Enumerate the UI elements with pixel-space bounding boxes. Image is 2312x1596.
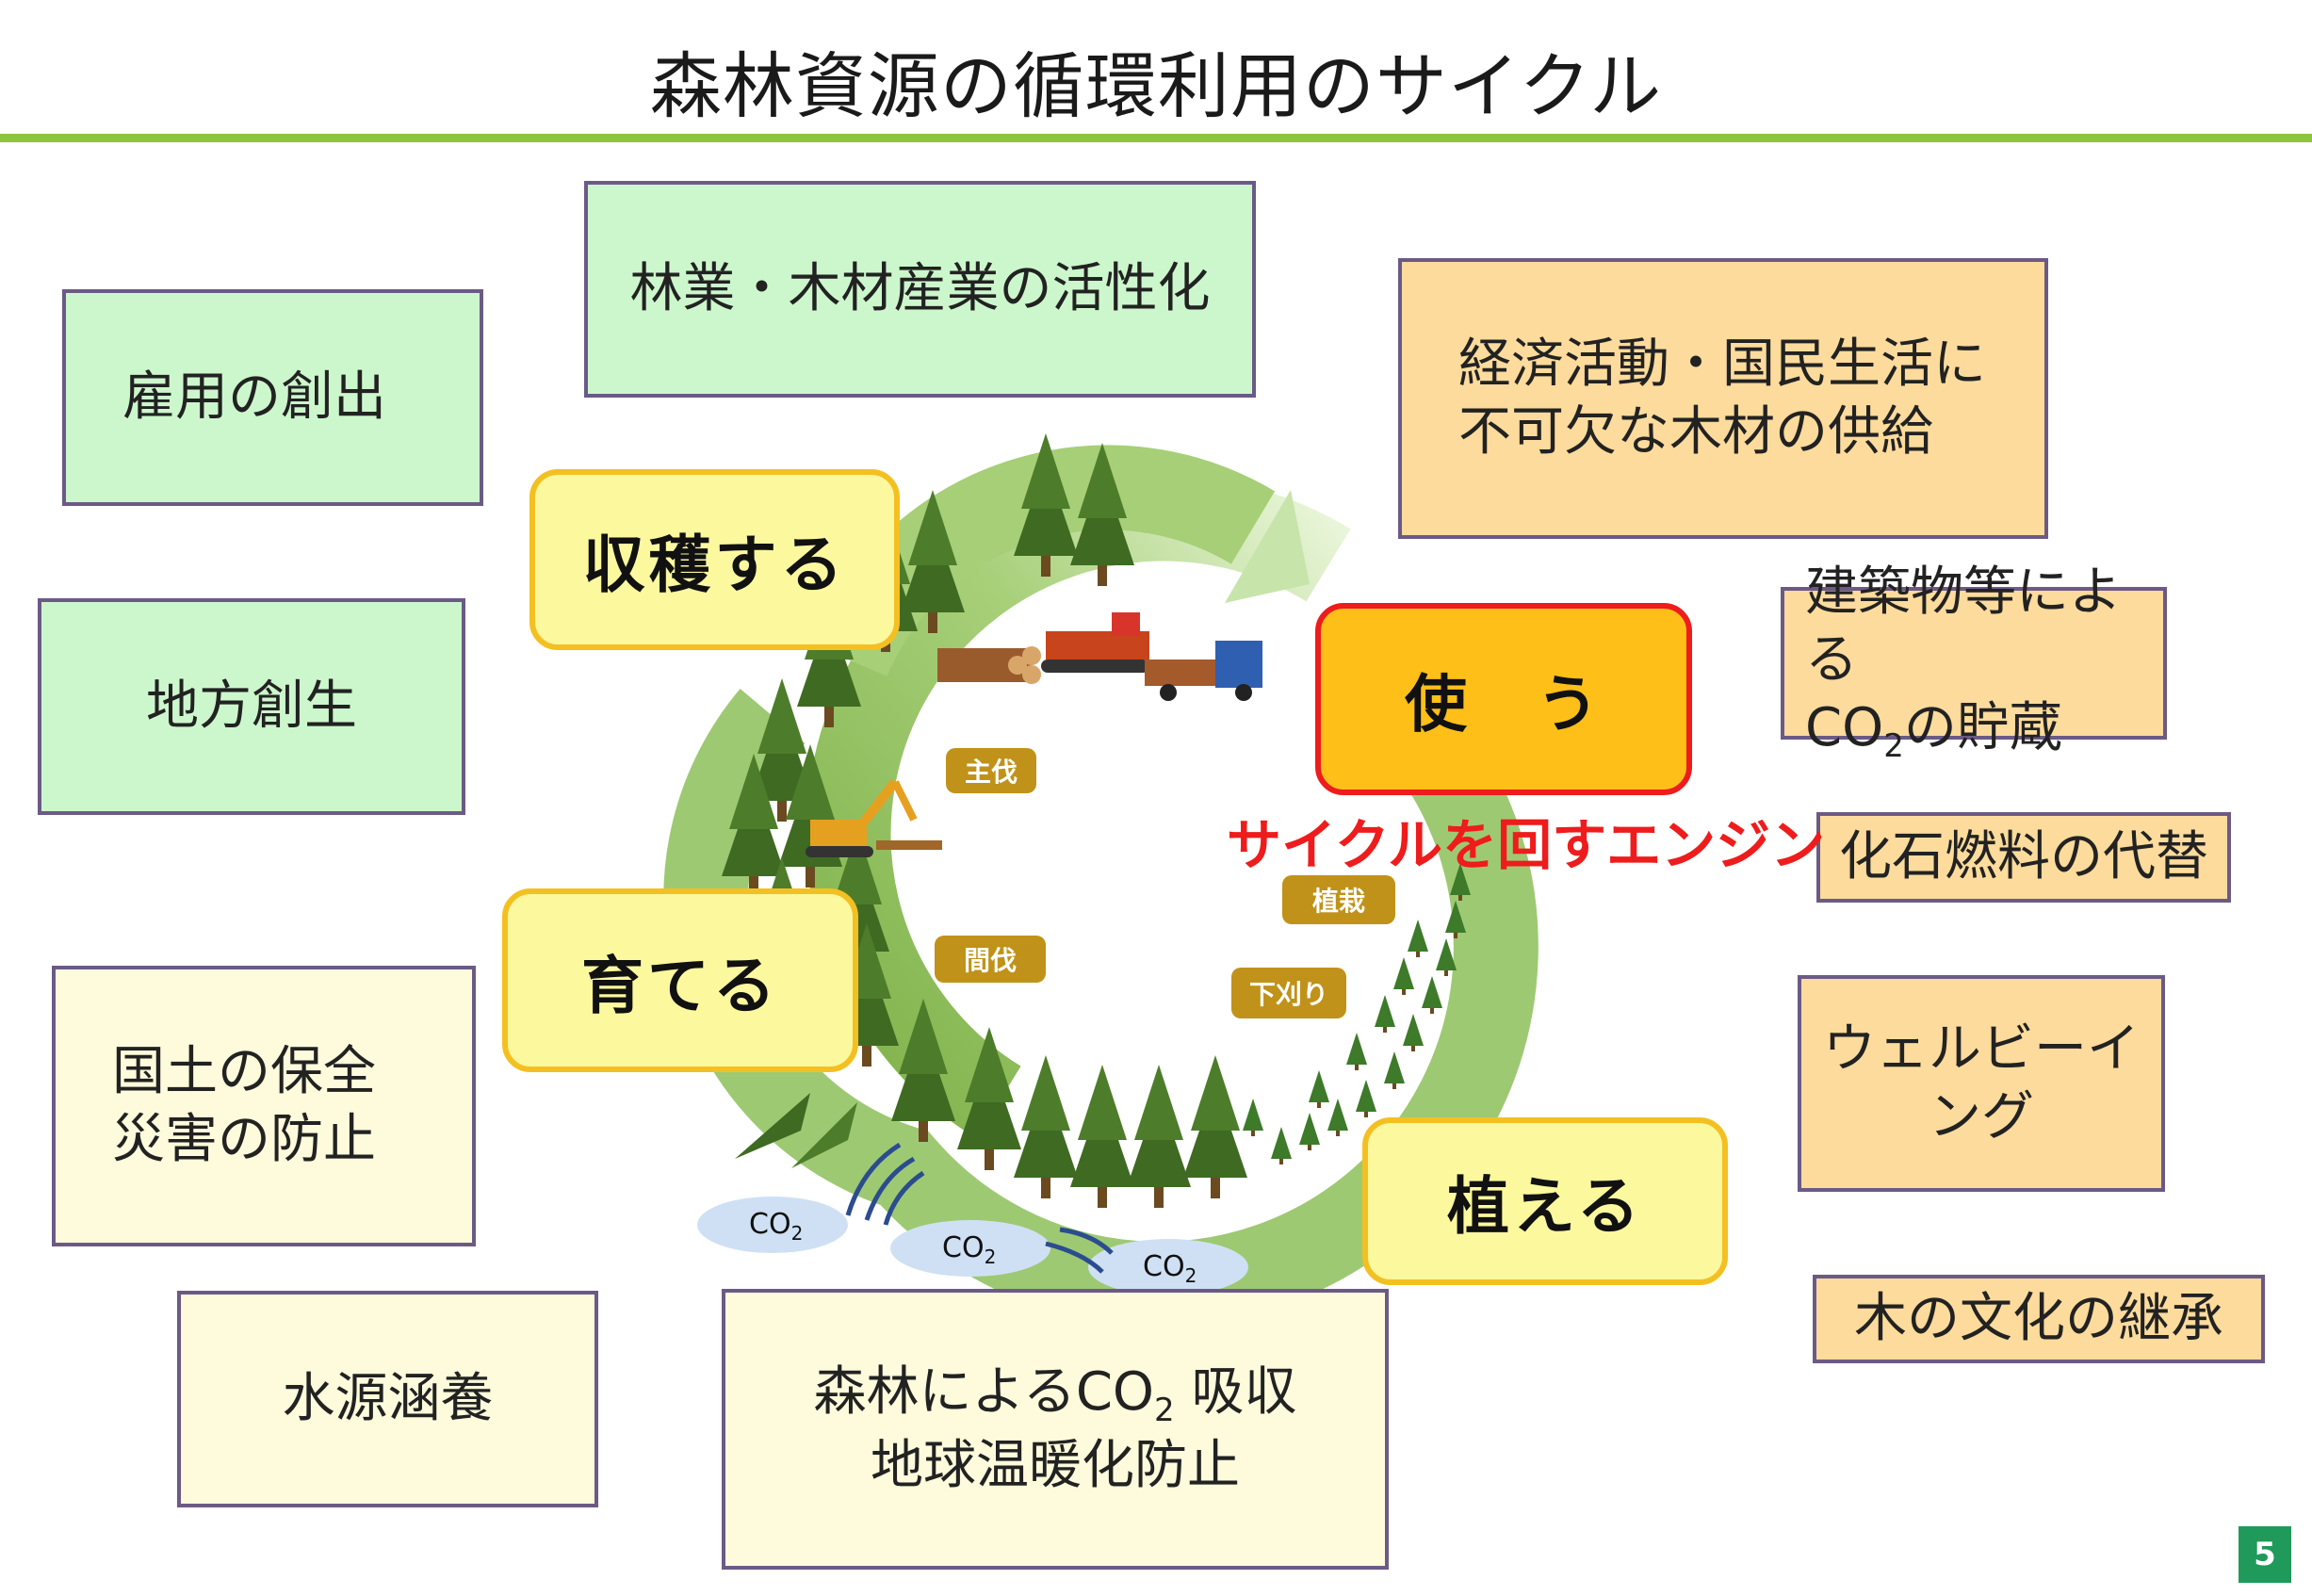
main-cut-tag: 主伐 bbox=[946, 748, 1036, 793]
employment-box: 雇用の創出 bbox=[62, 289, 483, 506]
excavator-icon bbox=[806, 778, 942, 857]
co2-cloud-label-1: CO2 bbox=[749, 1208, 804, 1245]
co2-cloud-label-2: CO2 bbox=[942, 1231, 997, 1268]
plant-phase: 植える bbox=[1362, 1117, 1728, 1285]
wellbeing-box: ウェルビーイング bbox=[1798, 975, 2165, 1192]
absorption-arrow-icon bbox=[845, 1142, 1114, 1274]
log-truck-icon bbox=[1145, 641, 1262, 701]
regional-label: 地方創生 bbox=[146, 676, 357, 738]
wellbeing-label: ウェルビーイング bbox=[1823, 1018, 2140, 1148]
co2-absorption-line-2: 地球温暖化防止 bbox=[870, 1435, 1240, 1497]
conservation-line-1: 国土の保全 bbox=[112, 1041, 376, 1103]
co2-cloud-label-3: CO2 bbox=[1143, 1250, 1197, 1287]
title-divider bbox=[0, 134, 2312, 142]
water-source-box: 水源涵養 bbox=[177, 1291, 598, 1507]
log-pile-icon bbox=[937, 646, 1041, 684]
planting-tag: 植栽 bbox=[1282, 875, 1395, 924]
fossil-fuel-substitute-box: 化石燃料の代替 bbox=[1816, 812, 2231, 903]
supply-line-1: 経済活動・国民生活に bbox=[1458, 334, 1986, 396]
grow-phase: 育てる bbox=[502, 888, 858, 1072]
page-title: 森林資源の循環利用のサイクル bbox=[649, 44, 1663, 128]
wood-culture-label: 木の文化の継承 bbox=[1854, 1288, 2223, 1350]
storage-line-1: 建築物等による bbox=[1805, 562, 2122, 692]
industry-activation-label: 林業・木材産業の活性化 bbox=[629, 258, 1211, 320]
thinning-tag: 間伐 bbox=[935, 936, 1046, 983]
cycle-engine-caption: サイクルを回すエンジン bbox=[1227, 813, 1826, 877]
cycle-arrowhead bbox=[1225, 490, 1310, 603]
conservation-line-2: 災害の防止 bbox=[112, 1109, 376, 1170]
weeding-tag: 下刈り bbox=[1231, 968, 1346, 1018]
land-conservation-box: 国土の保全 災害の防止 bbox=[52, 966, 476, 1246]
co2-absorption-line-1: 森林によるCO2 吸収 bbox=[813, 1361, 1297, 1430]
storage-line-2: CO2の貯蔵 bbox=[1805, 696, 2062, 766]
industry-activation-box: 林業・木材産業の活性化 bbox=[584, 181, 1256, 398]
co2-absorption-box: 森林によるCO2 吸収 地球温暖化防止 bbox=[722, 1289, 1389, 1570]
employment-label: 雇用の創出 bbox=[122, 366, 386, 429]
supply-line-2: 不可欠な木材の供給 bbox=[1458, 401, 1933, 463]
timber-supply-box: 経済活動・国民生活に 不可欠な木材の供給 bbox=[1398, 258, 2048, 539]
harvest-phase: 収穫する bbox=[529, 469, 900, 650]
carbon-storage-box: 建築物等による CO2の貯蔵 bbox=[1781, 562, 2167, 765]
co2-cloud-icon bbox=[697, 1197, 1248, 1295]
regional-revitalization-box: 地方創生 bbox=[38, 598, 465, 815]
wood-culture-box: 木の文化の継承 bbox=[1813, 1275, 2265, 1363]
fossil-fuel-label: 化石燃料の代替 bbox=[1839, 826, 2208, 888]
page-number-badge: 5 bbox=[2239, 1526, 2291, 1583]
water-source-label: 水源涵養 bbox=[282, 1368, 494, 1430]
use-phase: 使 う bbox=[1315, 603, 1692, 795]
crawler-carrier-icon bbox=[1041, 612, 1149, 673]
